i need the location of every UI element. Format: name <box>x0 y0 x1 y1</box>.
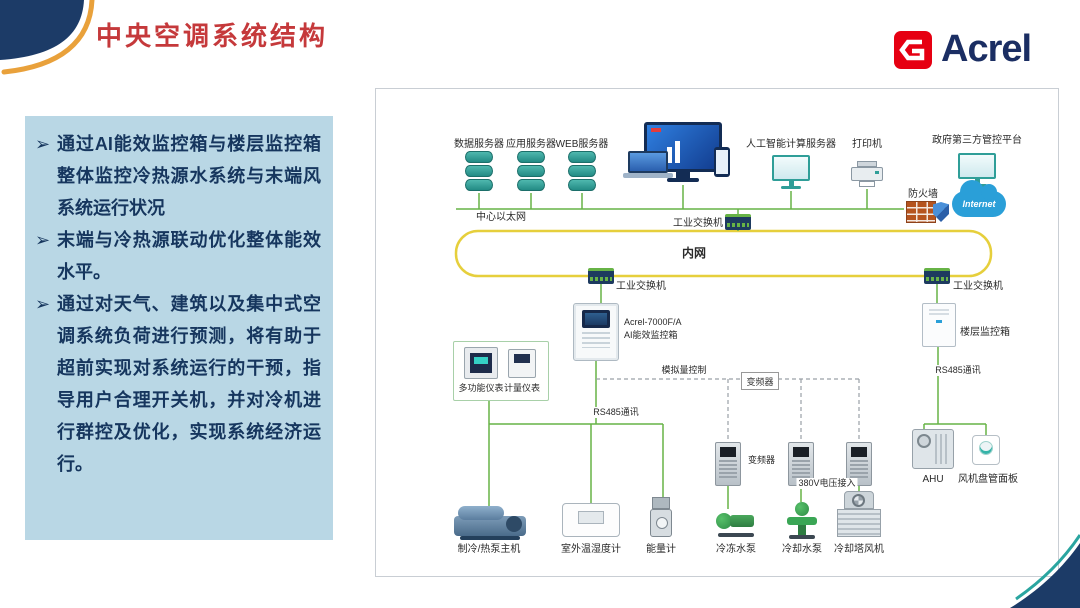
industrial-switch-left-icon <box>588 268 614 284</box>
app-server-icon <box>517 151 545 193</box>
vfd-icon-3 <box>846 442 872 486</box>
internet-cloud-icon: Internet <box>952 180 1006 217</box>
intranet-ring <box>454 229 993 278</box>
bullet-item: ➢ 末端与冷热源联动优化整体能效水平。 <box>35 224 321 288</box>
label-multifunction-meter: 多功能仪表 <box>458 383 504 393</box>
label-ai-box-name: AI能效监控箱 <box>624 330 678 340</box>
bullet-item: ➢ 通过AI能效监控箱与楼层监控箱整体监控冷热源水系统与末端风系统运行状况 <box>35 128 321 224</box>
summary-panel: ➢ 通过AI能效监控箱与楼层监控箱整体监控冷热源水系统与末端风系统运行状况 ➢ … <box>25 116 333 540</box>
bullet-marker: ➢ <box>35 230 51 250</box>
vfd-node-box: 变频器 <box>741 372 779 390</box>
monitor-stand <box>676 172 690 178</box>
label-chiller: 制冷/热泵主机 <box>457 544 521 555</box>
label-rs485-left: RS485通讯 <box>591 407 641 418</box>
label-switch-top: 工业交换机 <box>673 218 723 229</box>
laptop-base <box>623 173 673 178</box>
multifunction-meter-icon <box>464 347 498 379</box>
industrial-switch-top-icon <box>725 214 751 230</box>
label-cooling-tower: 冷却塔风机 <box>834 544 884 555</box>
label-analog-control: 模拟量控制 <box>659 365 709 376</box>
label-metering-meter: 计量仪表 <box>503 383 541 393</box>
bullet-text: 末端与冷热源联动优化整体能效水平。 <box>57 230 321 282</box>
label-data-server: 数据服务器 <box>454 139 504 150</box>
label-switch-right: 工业交换机 <box>953 281 1003 292</box>
phone-icon <box>714 147 730 177</box>
shield-icon <box>933 202 949 222</box>
bullet-text: 通过AI能效监控箱与楼层监控箱整体监控冷热源水系统与末端风系统运行状况 <box>57 134 321 218</box>
acrel-logo-icon <box>894 30 932 69</box>
firewall-icon <box>906 201 936 223</box>
floor-monitor-box-icon <box>922 303 956 347</box>
label-energy-meter: 能量计 <box>646 544 676 555</box>
bullet-text: 通过对天气、建筑以及集中式空调系统负荷进行预测，将有助于超前实现对系统运行的干预… <box>57 294 321 474</box>
label-ai-box-model: Acrel-7000F/A <box>624 317 682 327</box>
bullet-item: ➢ 通过对天气、建筑以及集中式空调系统负荷进行预测，将有助于超前实现对系统运行的… <box>35 288 321 480</box>
energy-meter-icon <box>648 497 674 539</box>
label-printer: 打印机 <box>852 139 882 150</box>
laptop-icon <box>628 151 668 173</box>
label-ahu: AHU <box>922 474 944 485</box>
printer-icon <box>851 161 883 187</box>
chilled-water-pump-icon <box>716 509 756 537</box>
internet-label: Internet <box>962 199 996 209</box>
label-fan-coil-panel: 风机盘管面板 <box>958 474 1018 485</box>
outdoor-thermo-hygrometer-icon <box>562 503 620 537</box>
label-cooling-pump: 冷却水泵 <box>782 544 822 555</box>
system-architecture-diagram: 数据服务器 应用服务器 WEB服务器 人工智能计算服务器 打印机 政府第三方管控… <box>375 88 1059 577</box>
label-app-server: 应用服务器 <box>506 139 556 150</box>
label-firewall: 防火墙 <box>908 189 938 200</box>
ai-energy-monitor-box-icon <box>573 303 619 361</box>
corner-decoration-bottom-right <box>1010 534 1080 608</box>
label-intranet: 内网 <box>681 246 707 260</box>
corner-decoration-top-left <box>0 0 95 75</box>
label-vfd: 变频器 <box>746 455 778 466</box>
acrel-logo-text: Acrel <box>941 28 1032 70</box>
page-title: 中央空调系统结构 <box>96 21 329 51</box>
fan-coil-panel-icon <box>972 435 1000 465</box>
label-outdoor-thermo: 室外温湿度计 <box>561 544 621 555</box>
data-server-icon <box>465 151 493 193</box>
monitor-base <box>667 178 699 182</box>
monitoring-workstation-icon <box>644 122 722 172</box>
bullet-marker: ➢ <box>35 134 51 154</box>
cooling-tower-fan-icon <box>835 491 883 539</box>
metering-meter-icon <box>508 349 536 378</box>
ai-compute-server-icon <box>772 155 810 189</box>
label-central-ethernet: 中心以太网 <box>476 212 526 223</box>
label-gov-platform: 政府第三方管控平台 <box>932 135 1022 146</box>
label-web-server: WEB服务器 <box>555 139 609 150</box>
label-380v: 380V电压接入 <box>796 478 858 489</box>
label-rs485-right: RS485通讯 <box>933 365 983 376</box>
vfd-icon-1 <box>715 442 741 486</box>
label-chilled-pump: 冷冻水泵 <box>716 544 756 555</box>
bullet-marker: ➢ <box>35 294 51 314</box>
label-ai-compute-server: 人工智能计算服务器 <box>746 139 836 150</box>
web-server-icon <box>568 151 596 193</box>
label-floor-box: 楼层监控箱 <box>960 327 1010 338</box>
label-switch-left: 工业交换机 <box>616 281 666 292</box>
industrial-switch-right-icon <box>924 268 950 284</box>
chiller-heat-pump-icon <box>454 506 526 540</box>
ahu-icon <box>912 429 954 469</box>
acrel-logo: Acrel <box>893 28 1032 71</box>
cooling-water-pump-icon <box>787 502 817 539</box>
